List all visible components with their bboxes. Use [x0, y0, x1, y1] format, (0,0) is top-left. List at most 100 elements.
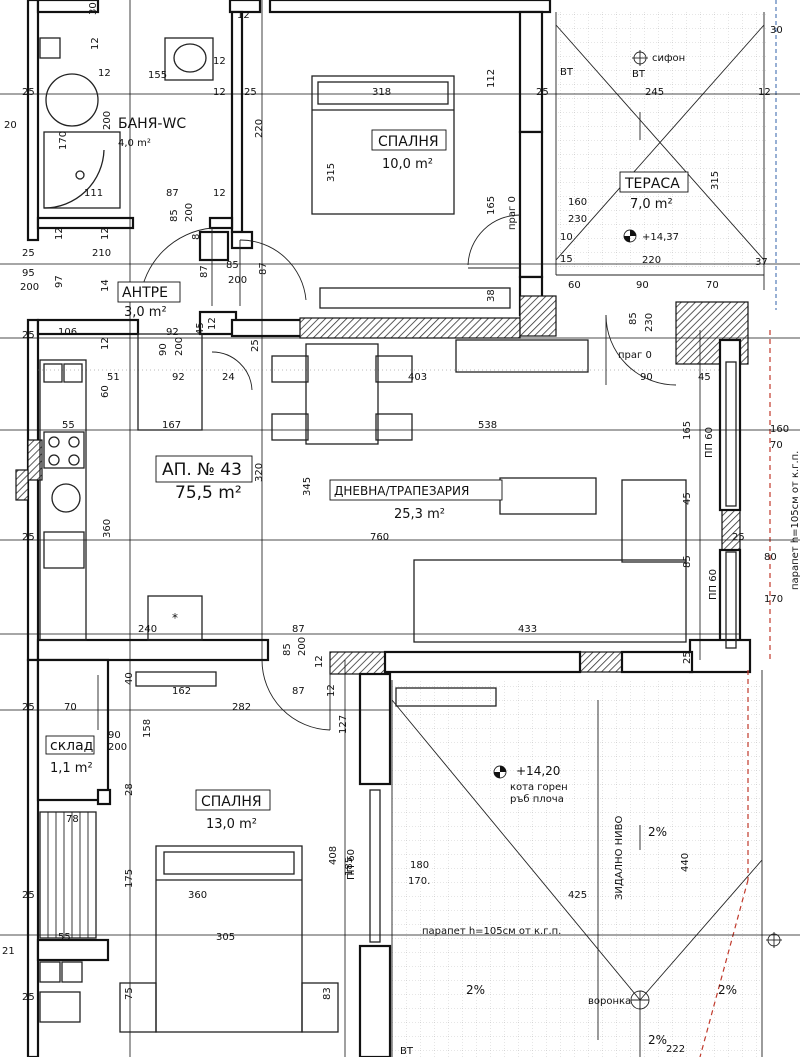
dimension-label: 12: [213, 56, 226, 67]
dimension-label: 30: [770, 25, 783, 36]
dimension-label: 538: [478, 420, 497, 431]
window-pp60-c: ПП 60: [346, 849, 357, 880]
dimension-label: 90: [108, 730, 121, 741]
threshold-1: праг 0: [507, 196, 518, 230]
roof-outline: [391, 330, 771, 1057]
dimension-label: 433: [518, 624, 537, 635]
dimension-label: 170: [764, 594, 783, 605]
dimension-label: 408: [328, 846, 339, 865]
bedroom-top-name: СПАЛНЯ: [378, 134, 439, 150]
dimension-label: 92: [172, 372, 185, 383]
dimension-label: 25: [250, 339, 261, 352]
roof-note-2: ръб плоча: [510, 794, 564, 805]
dimension-label: 24: [222, 372, 235, 383]
dimension-label: 200: [174, 337, 185, 356]
doors: [97, 214, 677, 731]
dimension-label: 210: [92, 248, 111, 259]
dimension-label: 112: [486, 69, 497, 88]
dimension-label: 12: [758, 87, 771, 98]
dimension-label: 70: [770, 440, 783, 451]
hall-name: АНТРЕ: [122, 285, 168, 301]
roof-note-1: кота горен: [510, 782, 568, 793]
dimension-label: 318: [372, 87, 391, 98]
dimension-label: 345: [302, 477, 313, 496]
star-mark: *: [172, 611, 178, 625]
dimension-label: 25: [22, 992, 35, 1003]
dimension-label: 87: [166, 188, 179, 199]
dimension-label: 12: [90, 37, 101, 50]
dimension-label: 85: [282, 643, 293, 656]
dimension-label: 15: [560, 254, 573, 265]
dimension-label: 220: [642, 255, 661, 266]
bedroom-top-area: 10,0 m²: [382, 157, 433, 172]
dimension-label: 70: [64, 702, 77, 713]
dimension-label: 106: [58, 327, 77, 338]
dimension-label: 230: [644, 313, 655, 332]
dimension-label: 14: [100, 279, 111, 292]
living-name: ДНЕВНА/ТРАПЕЗАРИЯ: [334, 484, 469, 498]
living-area: 25,3 m²: [394, 507, 445, 522]
dimension-label: 165: [682, 421, 693, 440]
dimension-label: 78: [66, 814, 79, 825]
dimension-label: 85: [226, 260, 239, 271]
dimension-label: 25: [22, 248, 35, 259]
level-terrace: +14,37: [642, 232, 679, 243]
dimension-label: 85: [628, 312, 639, 325]
dimension-label: 20: [4, 120, 17, 131]
dimension-label: 25: [22, 890, 35, 901]
dimension-label: 315: [326, 163, 337, 182]
dimension-label: 45: [698, 372, 711, 383]
dimension-label: 21: [2, 946, 15, 957]
dimension-label: 305: [216, 932, 235, 943]
dimension-label: 167: [162, 420, 181, 431]
dimension-label: 87: [258, 262, 269, 275]
dimension-label: 760: [370, 532, 389, 543]
slope-4: 2%: [648, 1033, 667, 1047]
furniture: [39, 37, 737, 1033]
dimension-label: 12: [314, 655, 325, 668]
level-markers: [493, 50, 782, 1010]
apartment-area: 75,5 m²: [175, 483, 242, 503]
dimension-label: 90: [636, 280, 649, 291]
terrace-name: ТЕРАСА: [624, 176, 680, 192]
roof-slab-floor: [392, 680, 762, 1057]
dimension-label: 40: [124, 672, 135, 685]
dimension-label: 70: [706, 280, 719, 291]
dimension-label: 12: [213, 87, 226, 98]
room-labels: БАНЯ-WC 4,0 m² СПАЛНЯ 10,0 m² ТЕРАСА 7,0…: [45, 116, 689, 832]
dimension-label: 25: [22, 532, 35, 543]
dimension-label: 240: [138, 624, 157, 635]
dimension-label: 440: [680, 853, 691, 872]
dimension-label: 111: [84, 188, 103, 199]
dimension-label: 12: [326, 684, 337, 697]
dimension-label: 25: [22, 330, 35, 341]
bedroom-bottom-name: СПАЛНЯ: [201, 794, 262, 810]
dimension-label: 12: [213, 188, 226, 199]
storage-area: 1,1 m²: [50, 761, 93, 776]
dimension-label: 360: [188, 890, 207, 901]
dimension-label: 25: [536, 87, 549, 98]
dimension-label: 12: [237, 10, 250, 21]
apartment-label: АП. № 43: [162, 460, 242, 480]
dimension-label: 160: [770, 424, 789, 435]
dimension-label: 55: [62, 420, 75, 431]
dimension-label: 165: [486, 196, 497, 215]
dimension-label: 85: [682, 555, 693, 568]
window-pp60-a: ПП 60: [704, 427, 715, 458]
dimension-label: 38: [486, 289, 497, 302]
dimension-label: 87: [292, 624, 305, 635]
bath-name: БАНЯ-WC: [118, 116, 186, 132]
dimension-label: 12: [100, 227, 111, 240]
dimension-label: 8: [191, 234, 202, 240]
dimension-label: 97: [54, 275, 65, 288]
level-roof: +14,20: [516, 764, 560, 778]
dimension-label: 37: [755, 257, 768, 268]
dimension-label: 10: [560, 232, 573, 243]
dimension-label: 60: [100, 385, 111, 398]
dimension-label: 185: [344, 857, 355, 876]
bedroom-bottom-area: 13,0 m²: [206, 817, 257, 832]
dimension-label: 230: [568, 214, 587, 225]
dimension-label: 25: [682, 651, 693, 664]
